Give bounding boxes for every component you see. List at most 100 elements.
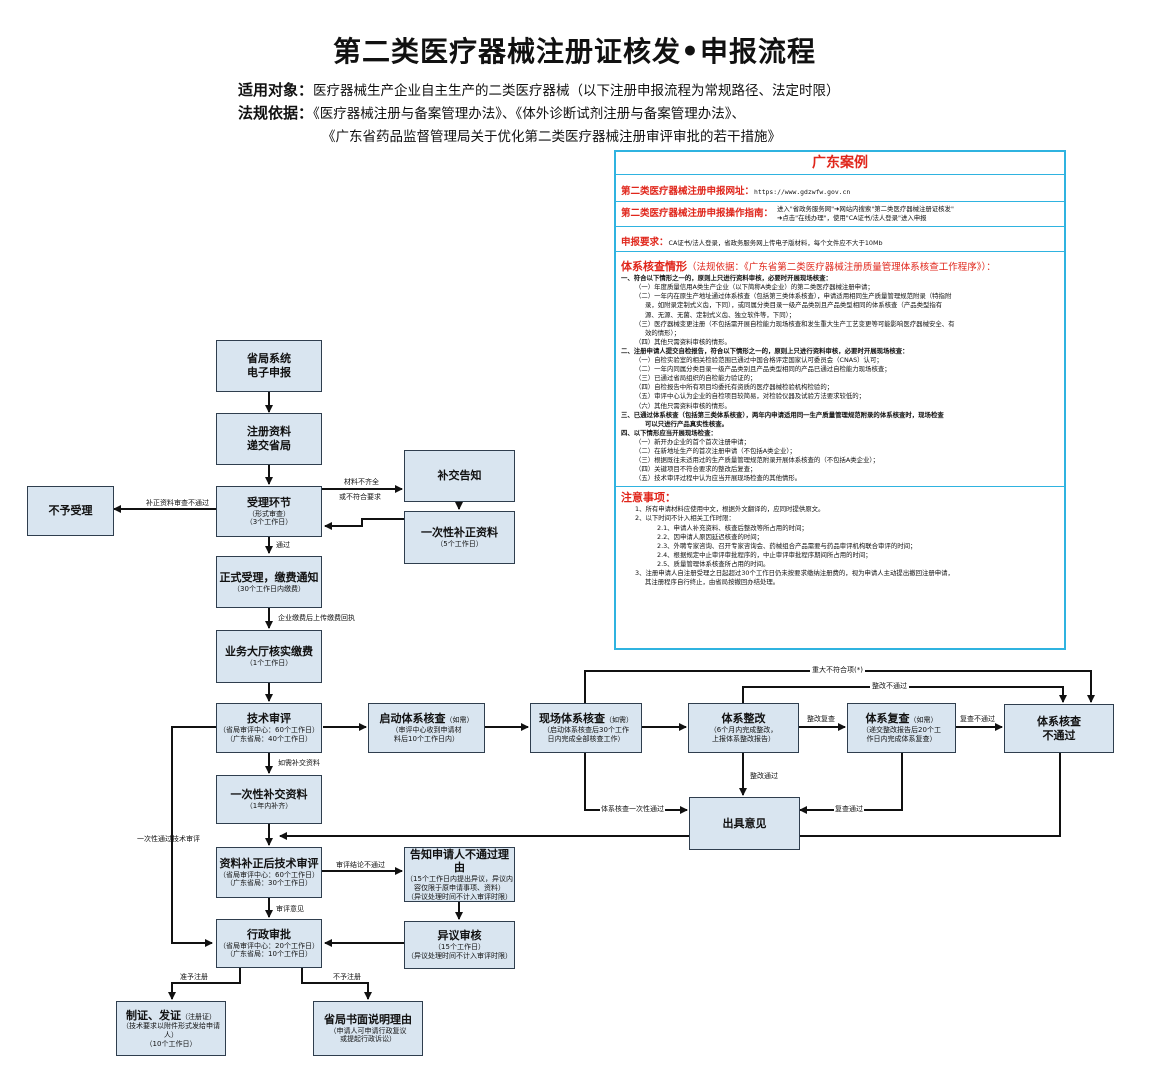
box-recheck-sub-1: （递交整改报告后20个工 — [862, 726, 941, 735]
check-line: （三）根据既往未适用过的生产质量管理规范附录开展体系核查的（不包括A类企业）； — [635, 456, 880, 465]
check-basis: （法规依据：《广东省第二类医疗器械注册质量管理体系核查工作程序》）： — [687, 262, 996, 274]
guide-label: 第二类医疗器械注册申报操作指南： — [621, 208, 774, 219]
scope-line: 适用对象：医疗器械生产企业自主生产的二类医疗器械（以下注册申报流程为常规路径、法… — [238, 79, 840, 100]
label-material-incomplete: 材料不齐全 — [344, 478, 379, 486]
box-onsite-check: 现场体系核查（如需） （启动体系核查后30个工作 日内完成全部核查工作） — [530, 703, 642, 753]
box-issue-certificate-sub-1: （技术要求以附件形式发给申请人） — [122, 1022, 220, 1039]
box-supplement-notice-title: 补交告知 — [437, 469, 482, 483]
label-conclusion-fail: 审评结论不通过 — [336, 861, 385, 869]
check-line: （四）其他只需资料审核的情形。 — [635, 337, 731, 346]
box-issue-certificate-note: （注册证） — [181, 1012, 216, 1021]
box-start-system-check-sub-1: （审评中心收到申请材 — [391, 726, 462, 735]
box-start-system-check: 启动体系核查（如需） （审评中心收到申请材 料后10个工作日内） — [368, 703, 485, 753]
box-rectification: 体系整改 （6个月内完成整改， 上报体系整改报告） — [688, 703, 799, 753]
label-need-supp: 如需补交资料 — [278, 759, 320, 767]
box-written-reason-sub-2: 或提起行政诉讼） — [340, 1035, 396, 1044]
box-verify-payment-sub: （1个工作日） — [245, 659, 293, 667]
box-inform-reason-sub-3: （异议处理时间不计入审评时限） — [407, 892, 512, 901]
check-line: （三）医疗器械变更注册（不包括需开展自检能力现场核查和发生重大生产工艺变更等可能… — [635, 319, 955, 328]
box-written-reason: 省局书面说明理由 （申请人可申请行政复议 或提起行政诉讼） — [313, 1001, 423, 1056]
box-formal-acceptance-sub: （30个工作日内缴费） — [233, 584, 305, 593]
box-inform-reason-sub-2: 容仅限于原申请事项、资料） — [414, 883, 505, 892]
requirement-section: 申报要求：CA证书/法人登录，省政务服务网上传电子版材料，每个文件应不大于10M… — [616, 227, 1064, 253]
box-supplement-notice: 补交告知 — [404, 450, 515, 502]
label-reject: 不予注册 — [333, 973, 361, 981]
label-rect-recheck: 整改复查 — [807, 715, 835, 723]
box-start-system-check-sub-2: 料后10个工作日内） — [394, 734, 459, 743]
check-list: 一、符合以下情形之一的，原则上只进行资料审核，必要时开展现场核查：（一）年度质量… — [621, 274, 1059, 483]
note-line: 2.1、申请人补充资料、核查后整改等所占用的时间； — [657, 523, 808, 532]
note-line: 2、以下时间不计入相关工作时限： — [635, 514, 735, 523]
guide-section: 第二类医疗器械注册申报操作指南： 进入"省政务服务网"➜网站内搜索"第二类医疗器… — [616, 202, 1064, 228]
box-review-after-supplement: 资料补正后技术审评 （省局审评中心：60个工作日） （广东省局：30个工作日） — [216, 847, 322, 898]
box-acceptance-sub-1: （形式审查） — [248, 509, 290, 518]
note-line: 其注册程序自行终止，由省局按撤回办结处理。 — [645, 578, 780, 587]
check-label: 体系核查情形 — [621, 260, 687, 274]
arrow-site-opinion — [584, 753, 688, 814]
label-pay-upload: 企业缴费后上传缴费回执 — [278, 614, 355, 622]
check-line: （一）新开办企业的首个首次注册申请； — [635, 437, 751, 446]
box-technical-review-sub-1: （省局审评中心：60个工作日） — [219, 726, 319, 735]
box-one-time-correction-sub: （5个工作日） — [436, 540, 483, 548]
box-acceptance-title: 受理环节 — [247, 495, 291, 509]
box-onsite-check-title: 现场体系核查（如需） — [539, 712, 633, 726]
label-fail-review: 补正资料审查不通过 — [146, 499, 209, 507]
box-objection-review-sub-2: （异议处理时间不计入审评时限） — [407, 951, 512, 960]
box-start-system-check-note: （如需） — [445, 716, 474, 725]
box-objection-review: 异议审核 （15个工作日） （异议处理时间不计入审评时限） — [404, 921, 515, 969]
box-one-time-correction: 一次性补正资料 （5个工作日） — [404, 511, 515, 564]
box-submit-materials-title: 注册资料 — [247, 425, 291, 439]
box-one-time-correction-title: 一次性补正资料 — [421, 526, 498, 540]
url-label: 第二类医疗器械注册申报网址： — [621, 186, 755, 197]
box-check-failed: 体系核查 不通过 — [1004, 704, 1114, 753]
check-line: （一）自检实验室的相关检验范围已通过中国合格评定国家认可委员会（CNAS）认可； — [635, 356, 883, 365]
box-objection-review-sub-1: （15个工作日） — [434, 943, 485, 952]
box-acceptance-sub-2: （3个工作日） — [245, 518, 293, 527]
label-not-compliant: 或不符合要求 — [339, 493, 381, 501]
check-line: （二）一年内在原生产地址通过体系核查（包括第三类体系核查），申请适用相同生产质量… — [635, 292, 952, 301]
note-line: 2.2、因申请人原因延迟核查的时间； — [657, 532, 764, 541]
box-inform-reason-sub-1: （15个工作日内提出异议，异议内 — [406, 875, 513, 884]
arrow-fail-back — [279, 753, 1061, 840]
box-onsite-check-sub-2: 日内完成全部核查工作） — [547, 734, 625, 743]
box-technical-review-title: 技术审评 — [247, 712, 291, 726]
note-line: 1、所有申请材料应使用中文，根据外文翻译的，应同时提供原文。 — [635, 505, 825, 514]
box-onsite-check-sub-1: （启动体系核查后30个工作 — [543, 726, 629, 735]
requirement-label: 申报要求： — [621, 237, 669, 249]
requirement-text: CA证书/法人登录，省政务服务网上传电子版材料，每个文件应不大于10Mb — [668, 239, 883, 248]
scope-text: 医疗器械生产企业自主生产的二类医疗器械（以下注册申报流程为常规路径、法定时限） — [313, 83, 840, 99]
arrow-approve — [168, 968, 241, 1000]
box-formal-acceptance-title: 正式受理，缴费通知 — [219, 570, 319, 584]
box-acceptance: 受理环节 （形式审查） （3个工作日） — [216, 486, 322, 537]
box-review-after-supplement-title: 资料补正后技术审评 — [219, 856, 319, 870]
check-line: （二）在新地址生产的首次注册申请（不包括A类企业）； — [635, 446, 796, 455]
scope-label: 适用对象： — [238, 81, 314, 99]
note-line: 2.4、根据规定中止审评审批程序的，中止审评审批程序期间所占用的时间； — [657, 550, 872, 559]
box-rectification-sub-1: （6个月内完成整改， — [709, 726, 778, 735]
box-issue-opinion: 出具意见 — [689, 797, 800, 850]
box-written-reason-title: 省局书面说明理由 — [324, 1012, 412, 1026]
box-not-accepted: 不予受理 — [27, 486, 114, 536]
note-line: 2.3、外聘专家咨询、召开专家咨询会、药械组合产品需要与药品审评机构联合审评的时… — [657, 541, 917, 550]
box-recheck-title: 体系复查（如需） — [866, 712, 938, 726]
box-inform-reason: 告知申请人不通过理由 （15个工作日内提出异议，异议内 容仅限于原申请事项、资料… — [404, 847, 515, 902]
url-text: https://www.gdzwfw.gov.cn — [754, 188, 851, 196]
box-review-after-supplement-sub-2: （广东省局：30个工作日） — [226, 879, 312, 888]
check-line: 二、注册申请人提交自检报告，符合以下情形之一的，原则上只进行资料审核，必要时开展… — [621, 346, 909, 355]
basis-line-2: 《广东省药品监督管理局关于优化第二类医疗器械注册审评审批的若干措施》 — [322, 125, 781, 145]
check-line: （五）审评中心认为企业的自检项目较简易，对检验仪器及试验方法要求较低的； — [635, 392, 866, 401]
box-administrative-approval-sub-2: （广东省局：10个工作日） — [226, 950, 312, 959]
box-start-system-check-title-text: 启动体系核查 — [379, 712, 446, 726]
box-online-submit: 省局系统 电子申报 — [216, 340, 322, 392]
check-line: 可以只进行产品真实性核查。 — [645, 419, 729, 428]
page-title: 第二类医疗器械注册证核发•申报流程 — [333, 35, 816, 68]
check-section: 体系核查情形（法规依据：《广东省第二类医疗器械注册质量管理体系核查工作程序》）：… — [616, 252, 1064, 488]
box-online-submit-title: 省局系统 — [247, 352, 291, 366]
basis-text-1: 《医疗器械注册与备案管理办法》、《体外诊断试剂注册与备案管理办法》、 — [313, 106, 746, 122]
box-verify-payment-title: 业务大厅核实缴费 — [225, 645, 313, 659]
box-supplement-materials-title: 一次性补交资料 — [230, 788, 308, 802]
check-line: 录，如附录定制式义齿，下同），或同属分类目录一级产品类别且产品类型相同的体系核查… — [645, 301, 943, 310]
box-recheck-sub-2: 作日内完成体系复查） — [866, 734, 937, 743]
box-not-accepted-title: 不予受理 — [48, 504, 93, 518]
